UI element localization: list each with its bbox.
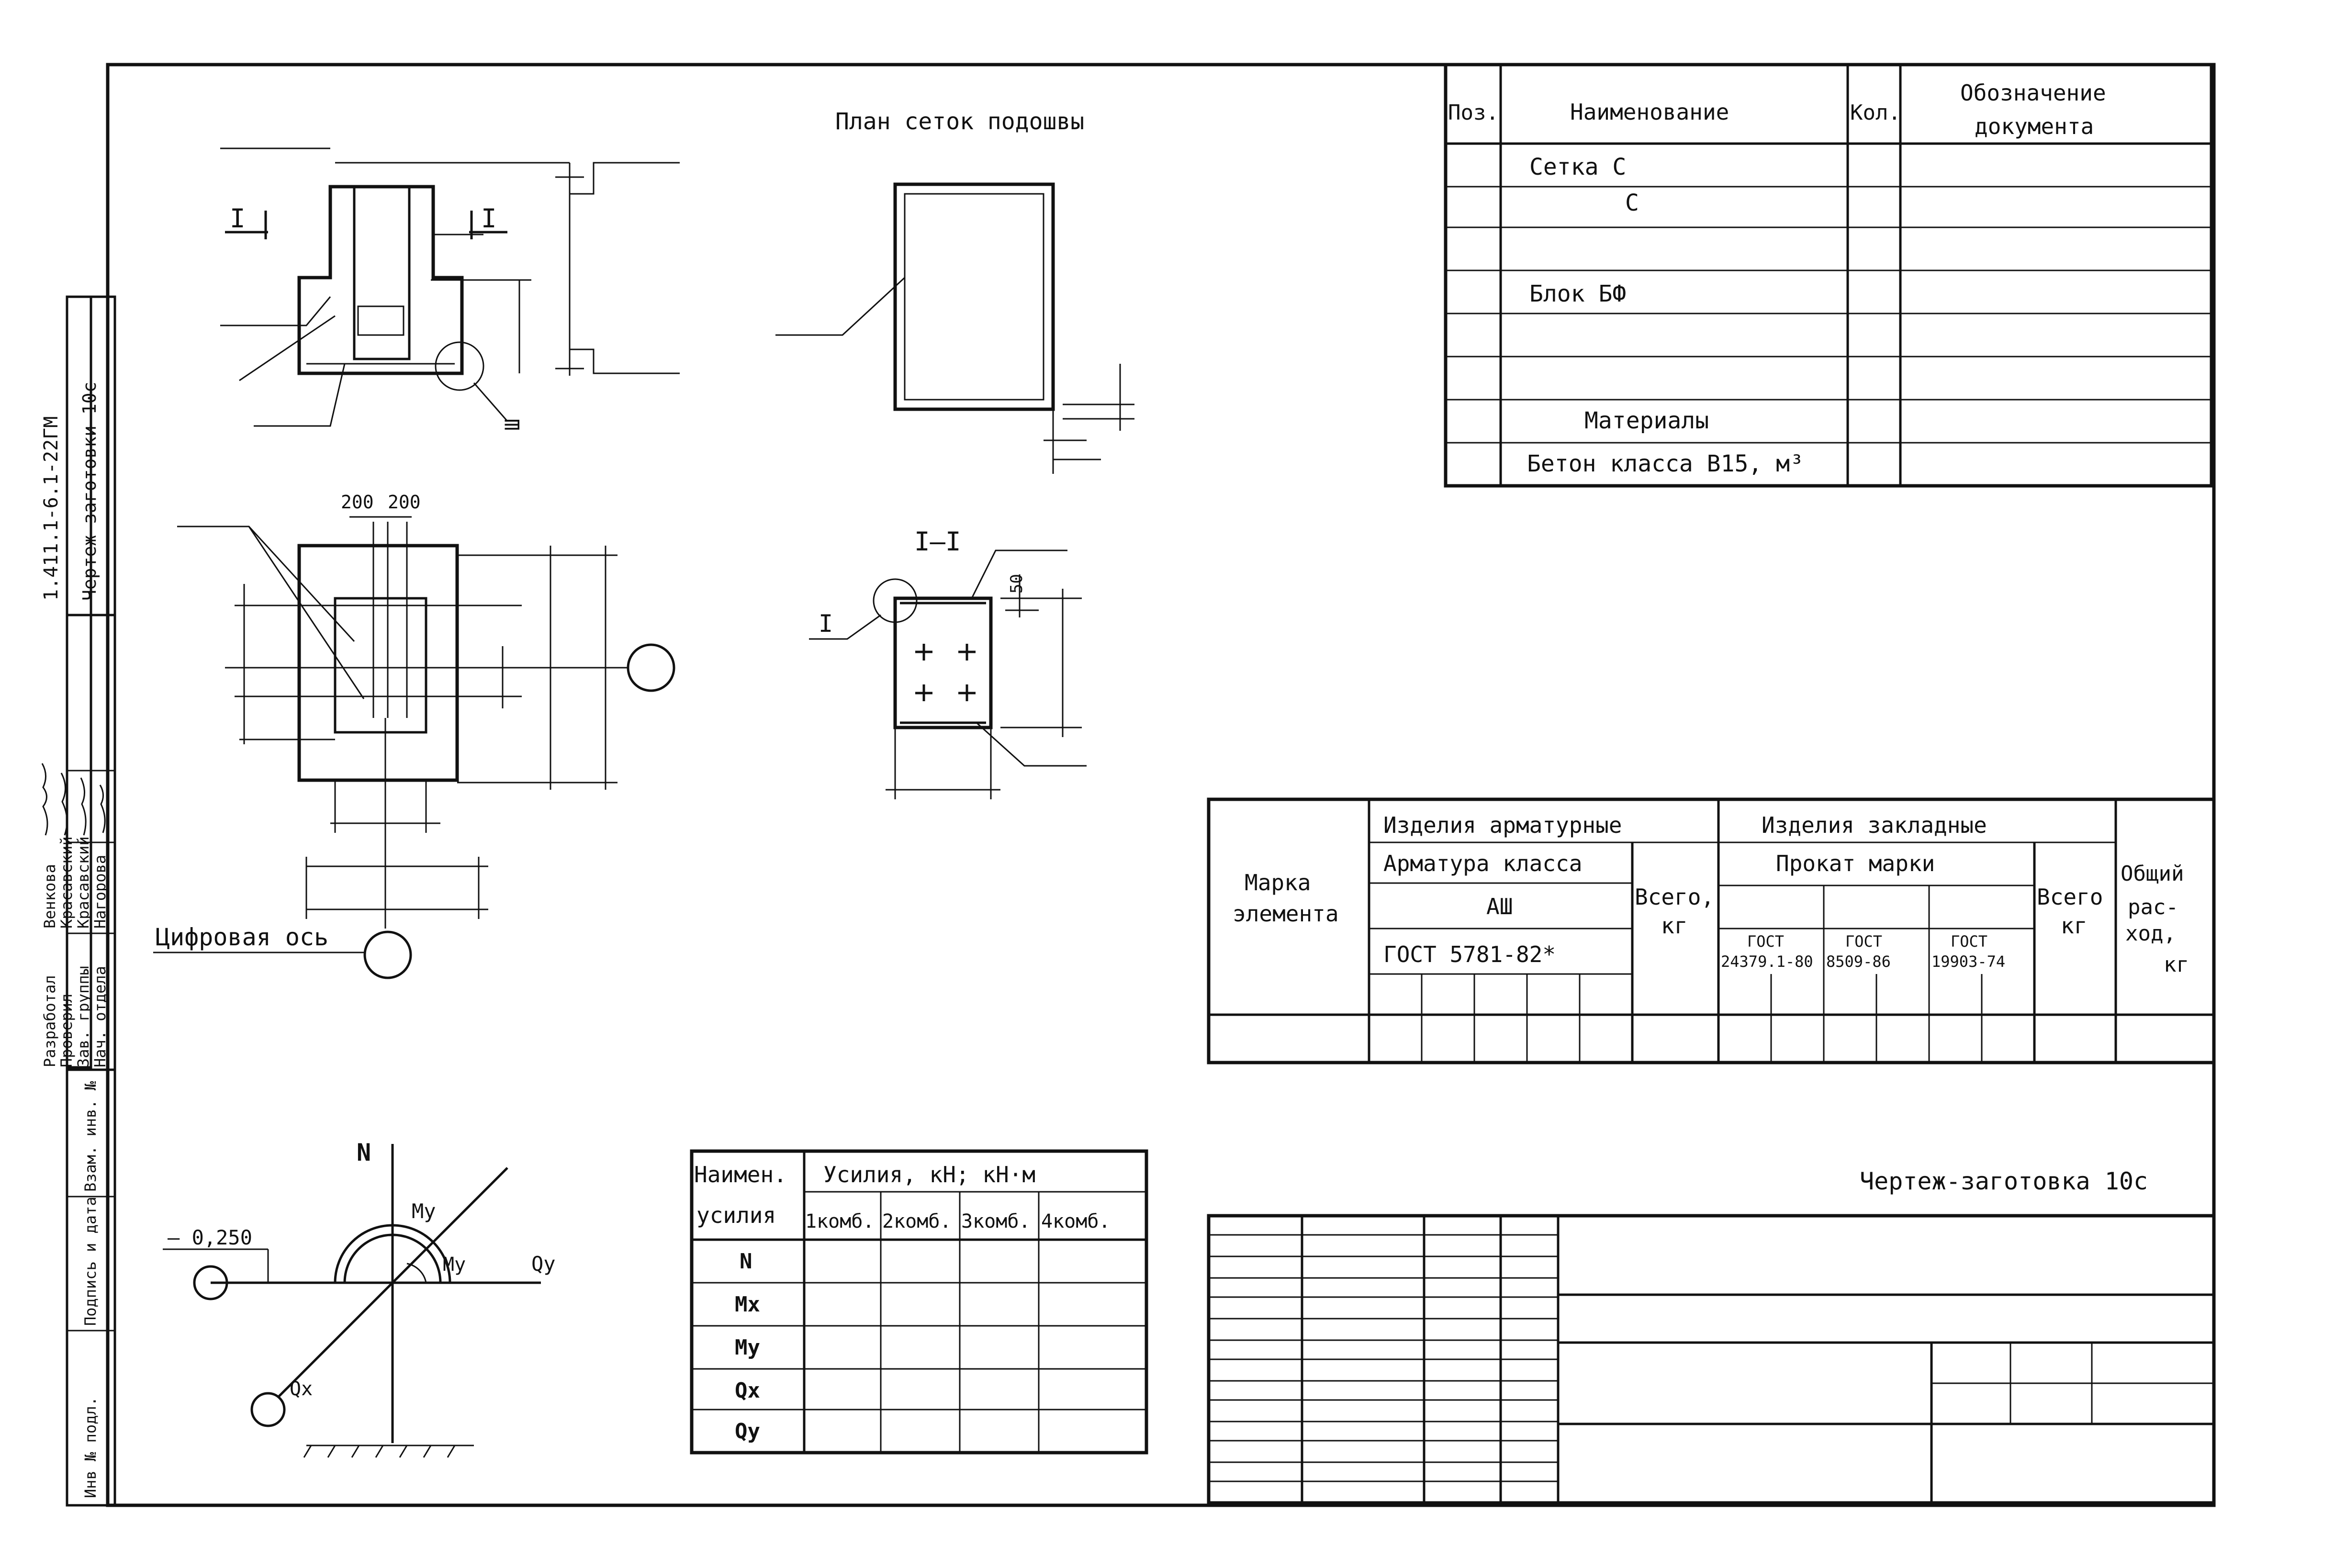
mass-vsego2-2: кг: [2061, 913, 2087, 939]
mass-vsego1-1: Всего,: [1635, 884, 1714, 910]
stamp-role-4: Нач. отдела: [91, 966, 109, 1067]
ft-row-Mx: Mx: [735, 1292, 760, 1317]
plan-title: План сеток подошвы: [835, 108, 1084, 135]
stamp-code: 1.411.1-6.1-22ГМ: [40, 416, 62, 601]
stamp-inv-3: Взам. инв. №: [81, 1081, 100, 1192]
ft-combo-3: 3комб.: [961, 1210, 1031, 1232]
stamp-role-2: Проверил: [57, 994, 76, 1067]
foundation-plan: 200 200 Цифровая ось: [153, 492, 675, 979]
ft-h-name-2: усилия: [696, 1202, 776, 1228]
ft-h-forces: Усилия, кН; кН·м: [823, 1162, 1035, 1187]
mass-vsego1-2: кг: [1661, 913, 1687, 939]
force-My-top: My: [412, 1199, 436, 1223]
force-Qx: Qx: [290, 1378, 313, 1400]
dim-200-b: 200: [388, 492, 421, 513]
axis-bubble-qx: [250, 1392, 286, 1427]
force-N: N: [357, 1139, 371, 1166]
level-mark: – 0,250: [168, 1226, 252, 1249]
ft-h-name-1: Наимен.: [694, 1162, 787, 1187]
mass-arm-class: Арматура класса: [1383, 851, 1582, 876]
spec-row-2: С: [1625, 190, 1639, 216]
mass-a3: АШ: [1486, 894, 1513, 919]
stamp-inv-1: Инв № подл.: [81, 1397, 100, 1498]
spec-h-qty: Кол.: [1850, 101, 1901, 125]
section-mark-left: I: [230, 203, 246, 234]
forces-table: Наимен. усилия Усилия, кН; кН·м 1комб. 2…: [690, 1149, 1148, 1455]
mass-prokat: Прокат марки: [1776, 851, 1935, 876]
forces-diagram: – 0,250 N My My Qy Qx: [163, 1139, 556, 1458]
mass-gost2-a: ГОСТ: [1845, 932, 1882, 951]
mass-obshiy-3: ход,: [2125, 921, 2176, 946]
signature-2: [60, 773, 68, 836]
axis-caption: Цифровая ось: [156, 923, 328, 951]
axis-bubble-qy: [193, 1265, 228, 1300]
axis-bubble-right: [627, 643, 675, 692]
mass-izd-zakl: Изделия закладные: [1762, 812, 1987, 838]
mesh-plan: План сеток подошвы: [775, 108, 1134, 474]
ft-combo-4: 4комб.: [1041, 1210, 1111, 1232]
section-I-I: I–I I 50: [809, 526, 1087, 799]
foundation-elevation: Ш I I: [220, 147, 680, 431]
stamp-role-1: Разработал: [41, 975, 59, 1067]
title-block: Чертеж-заготовка 10с: [1207, 1167, 2216, 1505]
mass-vsego2-1: Всего: [2037, 884, 2103, 910]
detail-mark-I: I: [819, 610, 833, 638]
mass-obshiy-1: Общий: [2121, 862, 2184, 886]
stamp-name-3: Красавский: [74, 836, 92, 929]
ft-row-Qy: Qy: [735, 1419, 760, 1444]
section-mark-right: I: [481, 203, 497, 234]
stamp-name-1: Венкова: [41, 864, 59, 929]
mass-gost3-a: ГОСТ: [1951, 932, 1987, 951]
mass-table: Марка элемента Изделия арматурные Армату…: [1207, 797, 2216, 1064]
side-stamp: 1.411.1-6.1-22ГМ Чертеж заготовки 10с Ра…: [40, 295, 116, 1507]
ft-combo-1: 1комб.: [805, 1210, 875, 1232]
ft-row-My: My: [735, 1335, 760, 1360]
spec-row-8: Бетон класса В15, м³: [1527, 450, 1804, 477]
spec-h-pos: Поз.: [1448, 101, 1499, 125]
mass-izd-arm: Изделия арматурные: [1383, 812, 1622, 838]
stamp-role-3: Зав. группы: [74, 966, 92, 1067]
spec-h-doc-1: Обозначение: [1960, 80, 2106, 106]
title-text: Чертеж-заготовка 10с: [1860, 1167, 2148, 1195]
signature-3: [80, 777, 87, 836]
mass-obshiy-4: кг: [2164, 952, 2189, 977]
mass-gost1-a: ГОСТ: [1747, 932, 1784, 951]
dim-200-a: 200: [341, 492, 374, 513]
ft-row-N: N: [740, 1249, 752, 1274]
label-III: Ш: [501, 419, 524, 431]
mass-obshiy-2: рас-: [2128, 895, 2178, 919]
axis-bubble-bottom: [363, 930, 412, 979]
stamp-inv-2: Подпись и дата: [81, 1197, 100, 1326]
detail-circle-I: [873, 578, 918, 623]
spec-h-name: Наименование: [1570, 99, 1729, 125]
spec-table: Поз. Наименование Кол. Обозначение докум…: [1444, 63, 2213, 488]
stamp-name-2: Красавский: [57, 836, 76, 929]
mass-marka-1: Марка: [1245, 870, 1311, 896]
mass-gost1-b: 24379.1-80: [1721, 952, 1813, 971]
stamp-name-4: Нагорова: [91, 855, 109, 929]
mass-gost-arm: ГОСТ 5781-82*: [1383, 941, 1556, 967]
mass-marka-2: элемента: [1233, 901, 1339, 927]
mass-gost3-b: 19903-74: [1931, 952, 2005, 971]
signature-1: [41, 763, 48, 836]
spec-row-4: Блок БФ: [1529, 280, 1626, 307]
ft-combo-2: 2комб.: [882, 1210, 952, 1232]
mass-gost2-b: 8509-86: [1826, 952, 1891, 971]
section-title: I–I: [914, 526, 961, 557]
force-My-right: My: [443, 1254, 466, 1276]
ft-row-Qx: Qx: [735, 1378, 760, 1403]
spec-row-1: Сетка С: [1529, 154, 1626, 180]
stamp-title: Чертеж заготовки 10с: [79, 381, 100, 601]
dim-50: 50: [1007, 574, 1026, 594]
spec-row-7: Материалы: [1584, 407, 1709, 434]
sheet-frame: [106, 63, 2216, 1507]
spec-h-doc-2: документа: [1975, 113, 2094, 139]
force-Qy: Qy: [531, 1252, 556, 1276]
signature-4: [99, 784, 106, 833]
